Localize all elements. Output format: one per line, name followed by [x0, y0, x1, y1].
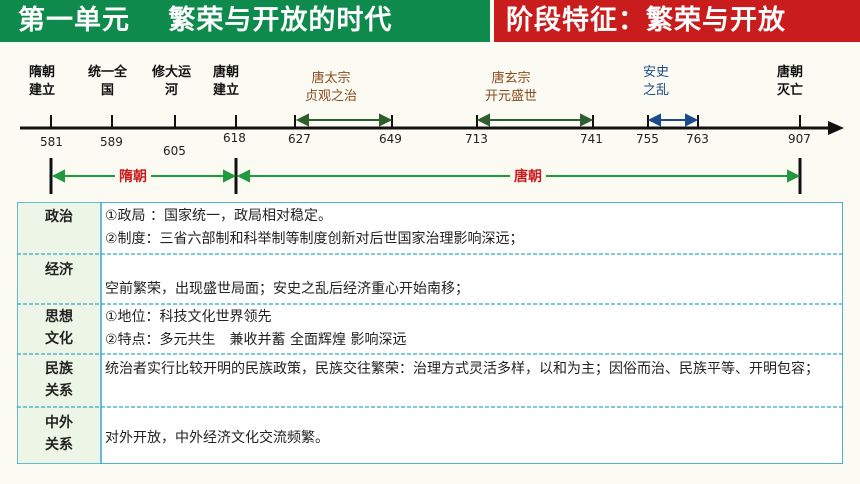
- foreign-relations-line-1: 对外开放，中外经济文化交流频繁。: [105, 430, 329, 446]
- event-label-sui-founded: 隋朝 建立: [29, 65, 56, 98]
- unit-title: 第一单元 繁荣与开放的时代: [18, 5, 393, 36]
- event-label-tang-founded: 唐朝 建立: [213, 65, 240, 98]
- table-grid: [17, 202, 843, 464]
- event-label-kaiyuan: 唐玄宗 开元盛世: [485, 71, 538, 104]
- year-589: 589: [100, 135, 123, 149]
- year-649: 649: [379, 132, 402, 146]
- culture-line-2: ②特点：多元共生 兼收并蓄 全面辉煌 影响深远: [105, 332, 407, 348]
- stage-feature-title: 阶段特征：繁荣与开放: [506, 5, 786, 36]
- year-627: 627: [288, 132, 311, 146]
- ethnic-relations-line-1: 统治者实行比较开明的民族政策，民族交往繁荣：治理方式灵活多样，以和为主；因俗而治…: [105, 361, 819, 377]
- event-label-grand-canal: 修大运 河: [152, 65, 192, 98]
- row-body-foreign-relations: 对外开放，中外经济文化交流频繁。: [105, 427, 837, 450]
- year-713: 713: [465, 132, 488, 146]
- table-row-politics: 政治 ①政局 ：国家统一，政局相对稳定。 ②制度：三省六部制和科举制等制度创新对…: [17, 202, 843, 254]
- row-body-politics: ①政局 ：国家统一，政局相对稳定。 ②制度：三省六部制和科举制等制度创新对后世国…: [105, 205, 837, 251]
- year-907: 907: [788, 132, 811, 146]
- culture-line-1: ①地位：科技文化世界领先: [105, 309, 272, 325]
- summary-table: 政治 ①政局 ：国家统一，政局相对稳定。 ②制度：三省六部制和科举制等制度创新对…: [17, 202, 843, 464]
- economy-line-1: 空前繁荣，出现盛世局面；安史之乱后经济重心开始南移；: [105, 281, 469, 297]
- politics-line-1: ①政局 ：国家统一，政局相对稳定。: [105, 208, 333, 224]
- year-755: 755: [636, 132, 659, 146]
- table-row-culture: 思想 文化 ①地位：科技文化世界领先 ②特点：多元共生 兼收并蓄 全面辉煌 影响…: [17, 304, 843, 354]
- event-label-anshi-rebellion: 安史 之乱: [643, 65, 670, 98]
- row-head-politics: 政治: [45, 209, 73, 225]
- event-label-tang-fall: 唐朝 灭亡: [777, 65, 804, 98]
- table-row-ethnic-relations: 民族 关系 统治者实行比较开明的民族政策，民族交往繁荣：治理方式灵活多样，以和为…: [17, 354, 843, 407]
- row-head-culture: 思想 文化: [45, 309, 73, 347]
- era-label-tang: 唐朝: [510, 166, 546, 186]
- row-head-economy: 经济: [45, 262, 73, 278]
- year-618: 618: [223, 131, 246, 145]
- row-body-economy: 空前繁荣，出现盛世局面；安史之乱后经济重心开始南移；: [105, 278, 837, 301]
- unit-title-banner: 第一单元 繁荣与开放的时代: [0, 0, 490, 42]
- table-row-foreign-relations: 中外 关系 对外开放，中外经济文化交流频繁。: [17, 407, 843, 464]
- period-arrow-anshi: [647, 113, 699, 127]
- event-label-unification: 统一全 国: [88, 65, 128, 98]
- event-label-zhenguan: 唐太宗 贞观之治: [305, 71, 358, 104]
- row-body-culture: ①地位：科技文化世界领先 ②特点：多元共生 兼收并蓄 全面辉煌 影响深远: [105, 306, 837, 352]
- row-head-foreign-relations: 中外 关系: [45, 415, 73, 453]
- year-581: 581: [40, 135, 63, 149]
- era-label-sui: 隋朝: [115, 166, 151, 186]
- timeline-axis-arrow-icon: [828, 121, 844, 135]
- year-763: 763: [686, 132, 709, 146]
- stage-feature-banner: 阶段特征：繁荣与开放: [494, 0, 860, 42]
- politics-line-2: ②制度：三省六部制和科举制等制度创新对后世国家治理影响深远；: [105, 231, 524, 247]
- timeline-ticks: [50, 115, 801, 128]
- table-row-economy: 经济 空前繁荣，出现盛世局面；安史之乱后经济重心开始南移；: [17, 254, 843, 304]
- year-741: 741: [580, 132, 603, 146]
- timeline-graphic: [20, 113, 844, 194]
- row-head-ethnic-relations: 民族 关系: [45, 361, 73, 399]
- period-arrow-zhenguan: [295, 113, 393, 127]
- period-arrow-kaiyuan: [476, 113, 594, 127]
- row-body-ethnic-relations: 统治者实行比较开明的民族政策，民族交往繁荣：治理方式灵活多样，以和为主；因俗而治…: [105, 358, 831, 381]
- year-605: 605: [163, 144, 186, 158]
